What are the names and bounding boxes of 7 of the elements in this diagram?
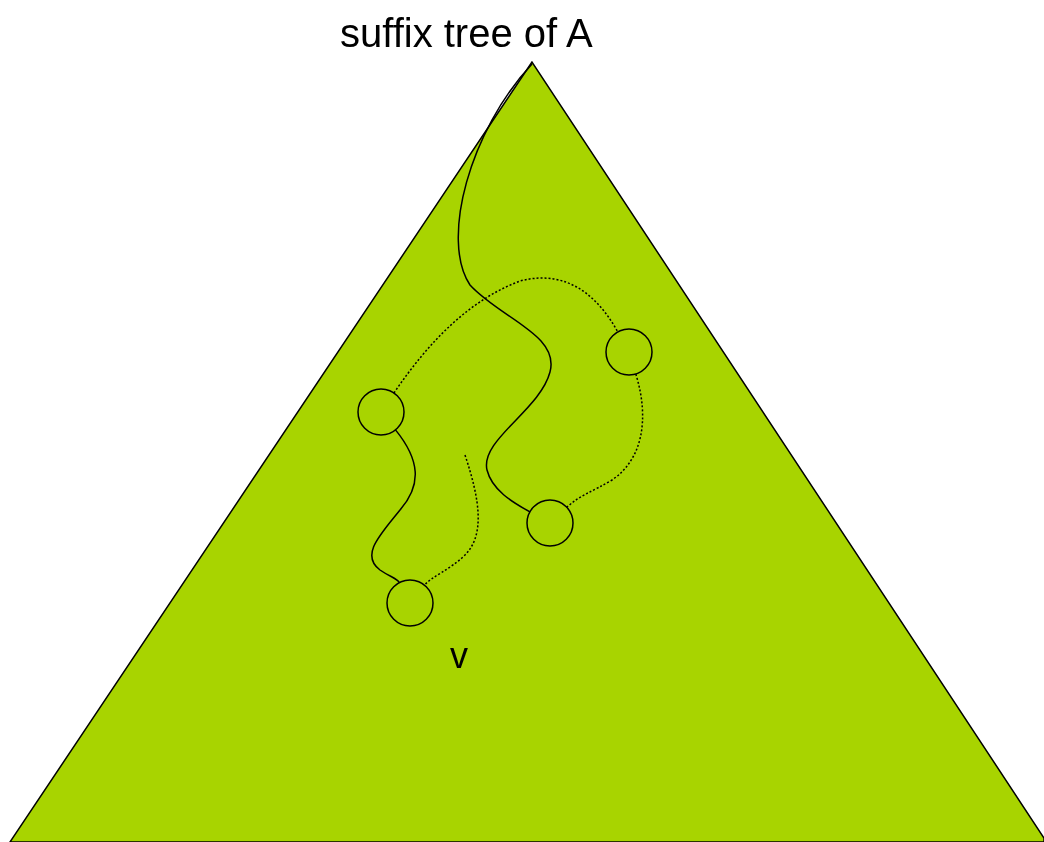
dotted-curve: [423, 454, 479, 586]
curve-line: [457, 63, 552, 513]
tree-title: suffix tree of A: [340, 10, 593, 56]
node-label: v: [450, 636, 468, 676]
dotted-curve: [566, 373, 644, 509]
dotted-curve: [393, 277, 619, 394]
curve-line: [371, 429, 416, 584]
